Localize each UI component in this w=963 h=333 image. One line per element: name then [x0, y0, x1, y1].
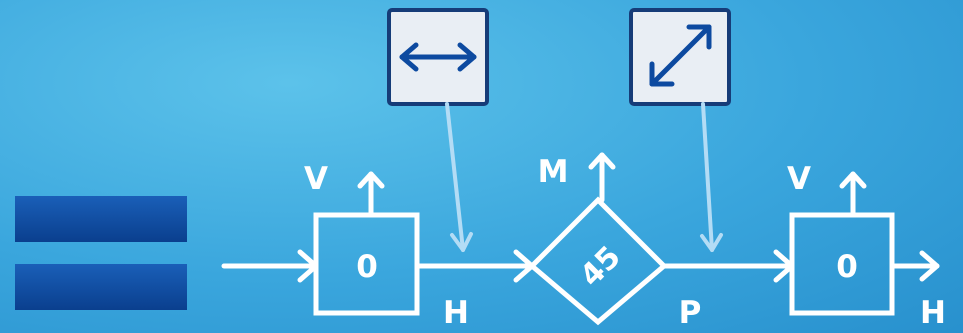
equals-bar-bottom	[15, 264, 187, 310]
node-1-up-label: V	[304, 161, 328, 197]
node-2-diamond	[528, 196, 668, 326]
pointer-arrow-2	[700, 102, 723, 252]
node-1-value: 0	[356, 249, 378, 285]
beam-arrow-in	[221, 249, 319, 283]
polarizer-horizontal	[387, 8, 489, 106]
beam-arrow-node2-to-node3	[661, 249, 795, 283]
beam-path	[221, 249, 795, 283]
node-2-up-arrow	[588, 152, 616, 203]
horizontal-double-arrow-icon	[399, 42, 477, 72]
equals-sign	[15, 196, 187, 310]
node-2-value: 45	[574, 240, 628, 294]
pointer-arrow-1	[445, 102, 473, 252]
equals-bar-top	[15, 196, 187, 242]
beam-arrow-out	[889, 250, 940, 282]
node-3-up-label: V	[787, 161, 811, 197]
node-3-right-label: H	[920, 295, 946, 331]
node-2-right-label: P	[679, 295, 702, 331]
node-2-up-label: M	[538, 154, 569, 190]
diagonal-double-arrow-icon	[649, 24, 712, 87]
node-1-right-label: H	[443, 295, 469, 331]
node-3-up-arrow	[839, 171, 867, 218]
beam-arrow-node1-to-node2	[415, 249, 535, 283]
node-3-value: 0	[836, 249, 858, 285]
node-2: 45 M P	[528, 152, 702, 331]
node-3: 0 V H	[787, 161, 946, 331]
pointer-arrows	[445, 102, 723, 252]
polarizer-diagonal	[629, 8, 731, 106]
node-1: 0 V H	[304, 161, 469, 331]
node-1-box	[313, 212, 420, 316]
node-1-up-arrow	[357, 171, 385, 218]
